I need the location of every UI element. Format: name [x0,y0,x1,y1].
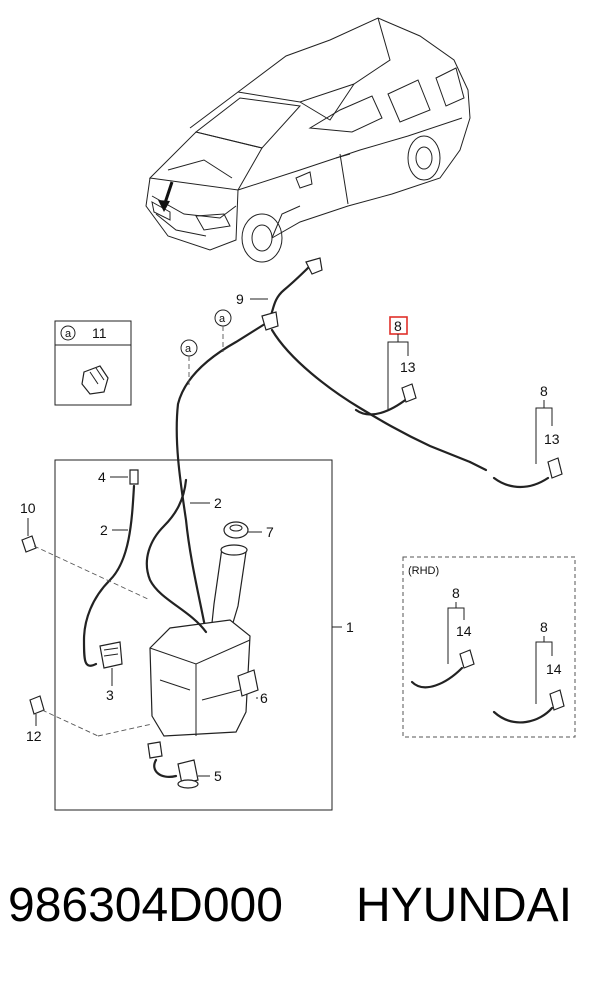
part-number: 986304D000 [8,879,283,932]
vehicle-illustration [145,17,471,263]
callout-14-a: 14 [456,623,472,639]
marker-a-2: a [185,343,192,355]
callout-8-c: 8 [452,585,460,601]
callout-box-11: a 11 [54,320,132,406]
callout-13-a: 13 [400,359,416,375]
marker-a-1: a [219,313,226,325]
callout-4: 4 [98,469,106,485]
callout-3: 3 [106,687,114,703]
callout-14-b: 14 [546,661,562,677]
callout-2-a: 2 [100,522,108,538]
footer: 986304D000 HYUNDAI [0,878,600,958]
callout-2-b: 2 [214,495,222,511]
callout-13-b: 13 [544,431,560,447]
callout-1: 1 [346,619,354,635]
washer-hoses [175,257,550,634]
reservoir-assembly [21,469,259,789]
callout-8-d: 8 [540,619,548,635]
reservoir-frame [54,459,333,811]
callout-8-b: 8 [540,383,548,399]
nozzle-14-right [549,689,565,711]
nozzle-13-upper [401,383,417,403]
brand-name: HYUNDAI [356,879,573,932]
callout-11: 11 [92,325,107,341]
callout-6: 6 [260,690,268,706]
callout-12: 12 [26,728,42,744]
callout-5: 5 [214,768,222,784]
marker-a-box: a [65,328,72,340]
rhd-frame [402,556,576,738]
parts-diagram: a 11 1 (RHD) 9 a a 8 13 [20,17,576,811]
callout-7: 7 [266,524,274,540]
nozzle-14-left [459,649,475,669]
rhd-label: (RHD) [408,565,439,577]
callout-8-highlight: 8 [394,318,402,334]
callout-9: 9 [236,291,244,307]
callout-10: 10 [20,500,36,516]
nozzle-13-right [547,457,563,479]
